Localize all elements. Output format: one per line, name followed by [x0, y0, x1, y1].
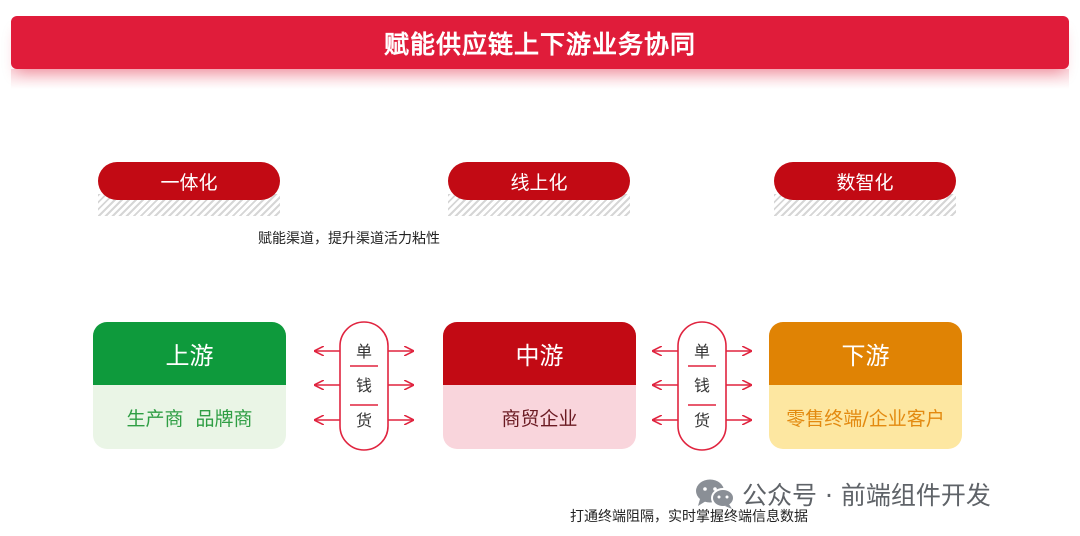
stage-head: 上游 — [93, 322, 286, 385]
stage-upstream: 上游 生产商 品牌商 — [93, 322, 286, 449]
stage-name: 中游 — [515, 342, 564, 370]
flow-item-money: 钱 — [356, 376, 372, 395]
pill-label: 一体化 — [98, 162, 280, 200]
stage-detail: 零售终端/企业客户 — [786, 407, 945, 430]
watermark: 公众号 · 前端组件开发 — [694, 474, 991, 514]
flow-item-order: 单 — [356, 342, 372, 361]
flow-capsule — [339, 321, 389, 451]
stage-downstream: 下游 零售终端/企业客户 — [769, 322, 962, 449]
flow-capsule — [677, 321, 727, 451]
pill-label: 线上化 — [448, 162, 630, 200]
stage-head: 中游 — [443, 322, 636, 385]
banner-shadow — [11, 69, 1069, 89]
stage-head: 下游 — [769, 322, 962, 385]
flow-item-goods: 货 — [356, 411, 372, 430]
flow-group-upstream-midstream: 单 钱 货 — [315, 321, 413, 451]
flow-item-order: 单 — [694, 342, 710, 361]
stage-body: 零售终端/企业客户 — [769, 385, 962, 449]
flow-group-midstream-downstream: 单 钱 货 — [653, 321, 751, 451]
wechat-icon — [694, 477, 736, 511]
title-banner: 赋能供应链上下游业务协同 — [11, 16, 1069, 69]
pill-integration: 一体化 — [98, 162, 280, 218]
stage-detail: 商贸企业 — [501, 407, 578, 430]
flow-item-goods: 货 — [694, 411, 710, 430]
watermark-text: 公众号 · 前端组件开发 — [742, 481, 991, 510]
stage-body: 生产商 品牌商 — [93, 385, 286, 449]
pill-intelligent: 数智化 — [774, 162, 956, 218]
stage-name: 下游 — [841, 342, 890, 370]
stage-detail: 生产商 品牌商 — [126, 407, 253, 430]
pill-online: 线上化 — [448, 162, 630, 218]
stage-body: 商贸企业 — [443, 385, 636, 449]
flow-item-money: 钱 — [694, 376, 710, 395]
stage-midstream: 中游 商贸企业 — [443, 322, 636, 449]
page-title: 赋能供应链上下游业务协同 — [383, 29, 696, 59]
stage-name: 上游 — [165, 342, 214, 370]
caption-top: 赋能渠道，提升渠道活力粘性 — [258, 231, 440, 247]
pill-label: 数智化 — [774, 162, 956, 200]
caption-bottom: 打通终端阻隔，实时掌握终端信息数据 — [570, 509, 808, 525]
